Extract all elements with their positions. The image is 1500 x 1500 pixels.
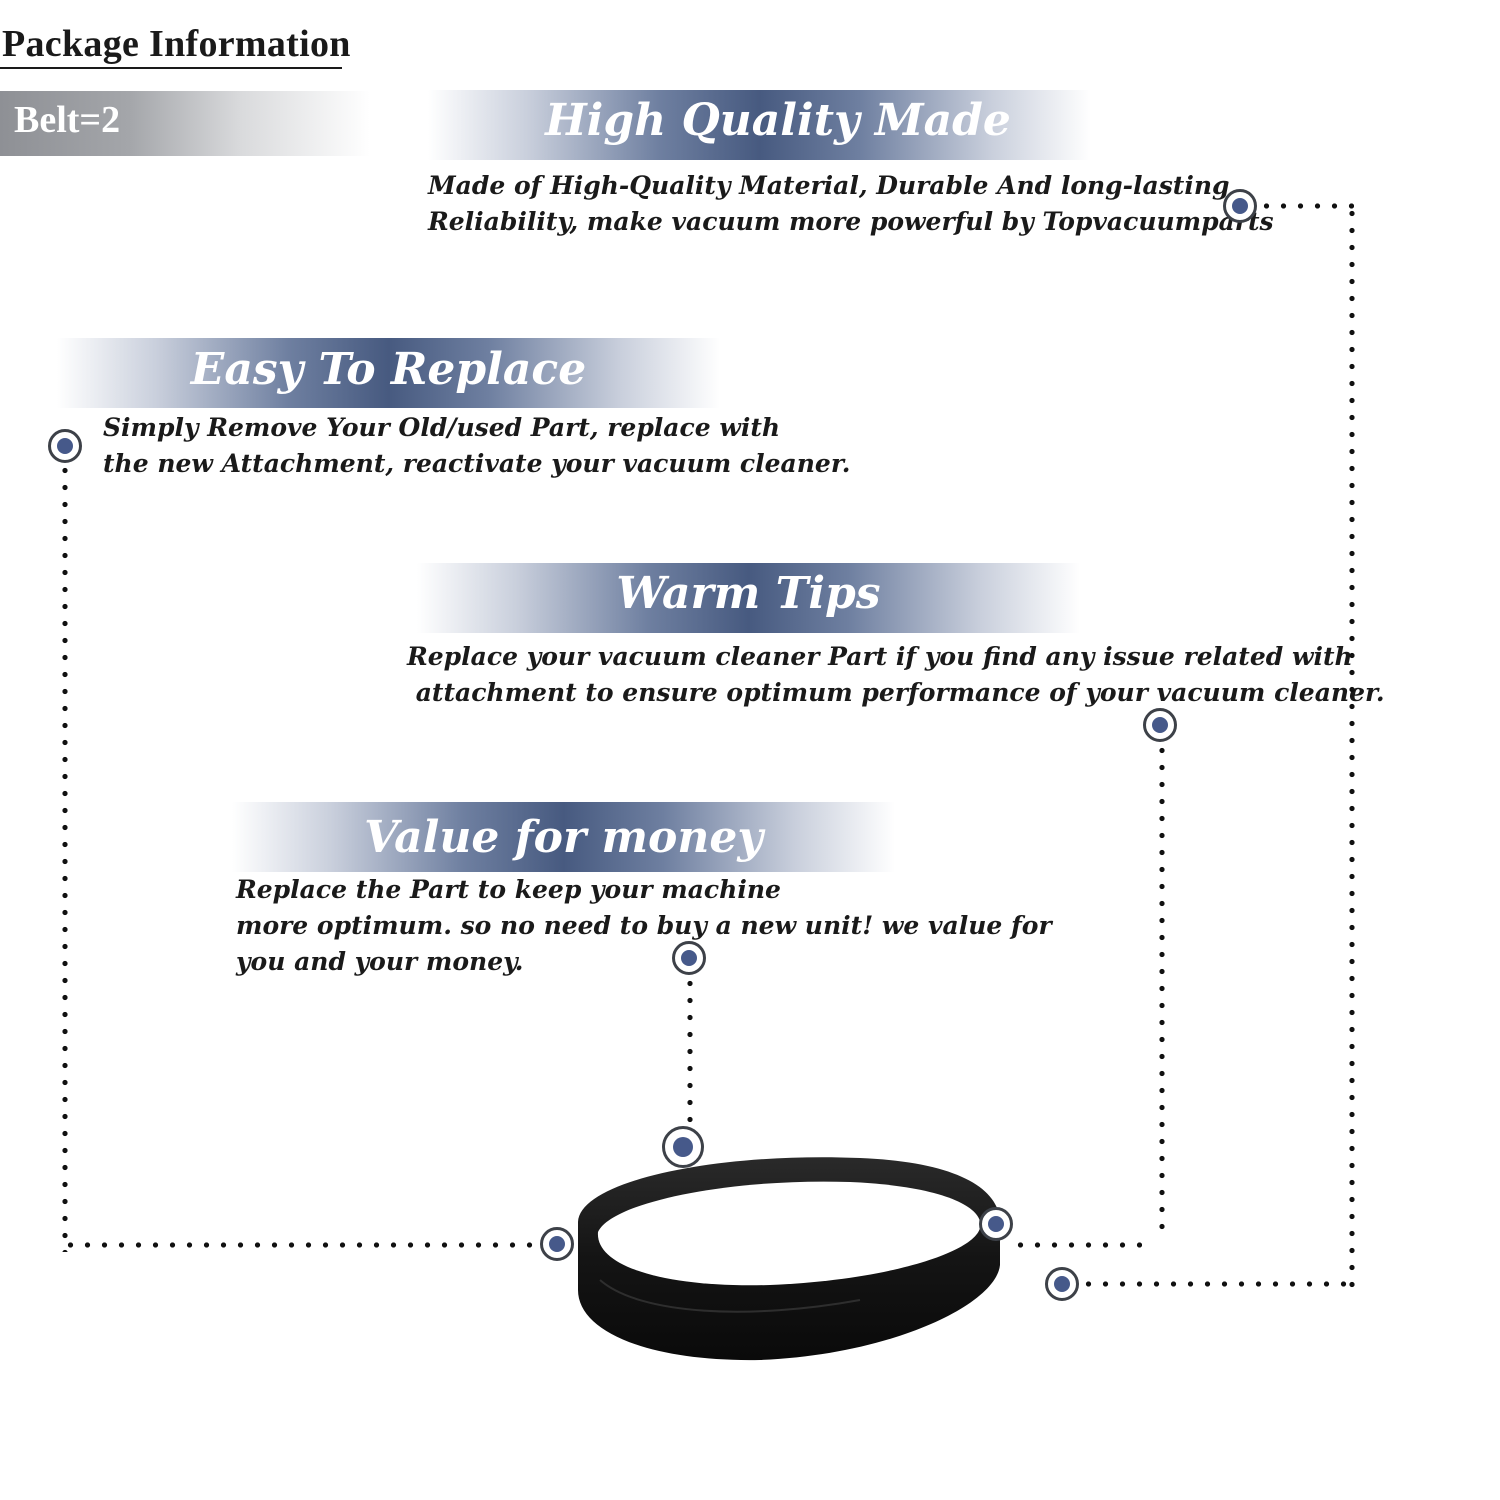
connector-line [1159,742,1165,1232]
easy-replace-title: Easy To Replace [190,344,587,395]
connector-marker [979,1207,1013,1241]
vacuum-belt-image [578,1157,1001,1361]
connector-line [62,1242,542,1248]
connector-line [1258,203,1354,209]
belt-count-banner [0,91,370,156]
easy-replace-description: Simply Remove Your Old/used Part, replac… [103,410,850,482]
high-quality-banner [428,90,1091,160]
connector-line [1080,1281,1355,1287]
value-money-description: Replace the Part to keep your machine mo… [236,872,1052,980]
description-line: Replace the Part to keep your machine [236,875,781,904]
warm-tips-title: Warm Tips [616,568,881,619]
warm-tips-description: Replace your vacuum cleaner Part if you … [407,639,1385,711]
description-line: Replace your vacuum cleaner Part if you … [407,642,1353,671]
connector-marker [672,941,706,975]
connector-marker [662,1126,704,1168]
belt-count-label: Belt=2 [14,99,121,141]
easy-replace-banner [57,338,720,408]
connector-marker [540,1227,574,1261]
description-line: more optimum. so no need to buy a new un… [236,911,1052,940]
title-underline [0,67,342,69]
connector-marker [1045,1267,1079,1301]
connector-marker [48,429,82,463]
warm-tips-banner [417,563,1080,633]
connector-line [1349,205,1355,1290]
description-line: Reliability, make vacuum more powerful b… [428,207,1274,236]
description-line: Simply Remove Your Old/used Part, replac… [103,413,781,442]
high-quality-description: Made of High-Quality Material, Durable A… [428,168,1274,240]
connector-line [62,462,68,1252]
connector-marker [1143,708,1177,742]
value-money-title: Value for money [364,812,763,863]
description-line: the new Attachment, reactivate your vacu… [103,449,851,478]
connector-line [1012,1242,1142,1248]
high-quality-title: High Quality Made [545,95,1011,146]
connector-line [687,975,693,1125]
description-line: Made of High-Quality Material, Durable A… [428,171,1230,200]
package-information-title: Package Information [2,23,351,65]
description-line: you and your money. [236,947,524,976]
description-line: attachment to ensure optimum performance… [407,678,1385,707]
connector-marker [1223,189,1257,223]
value-money-banner [232,802,895,872]
